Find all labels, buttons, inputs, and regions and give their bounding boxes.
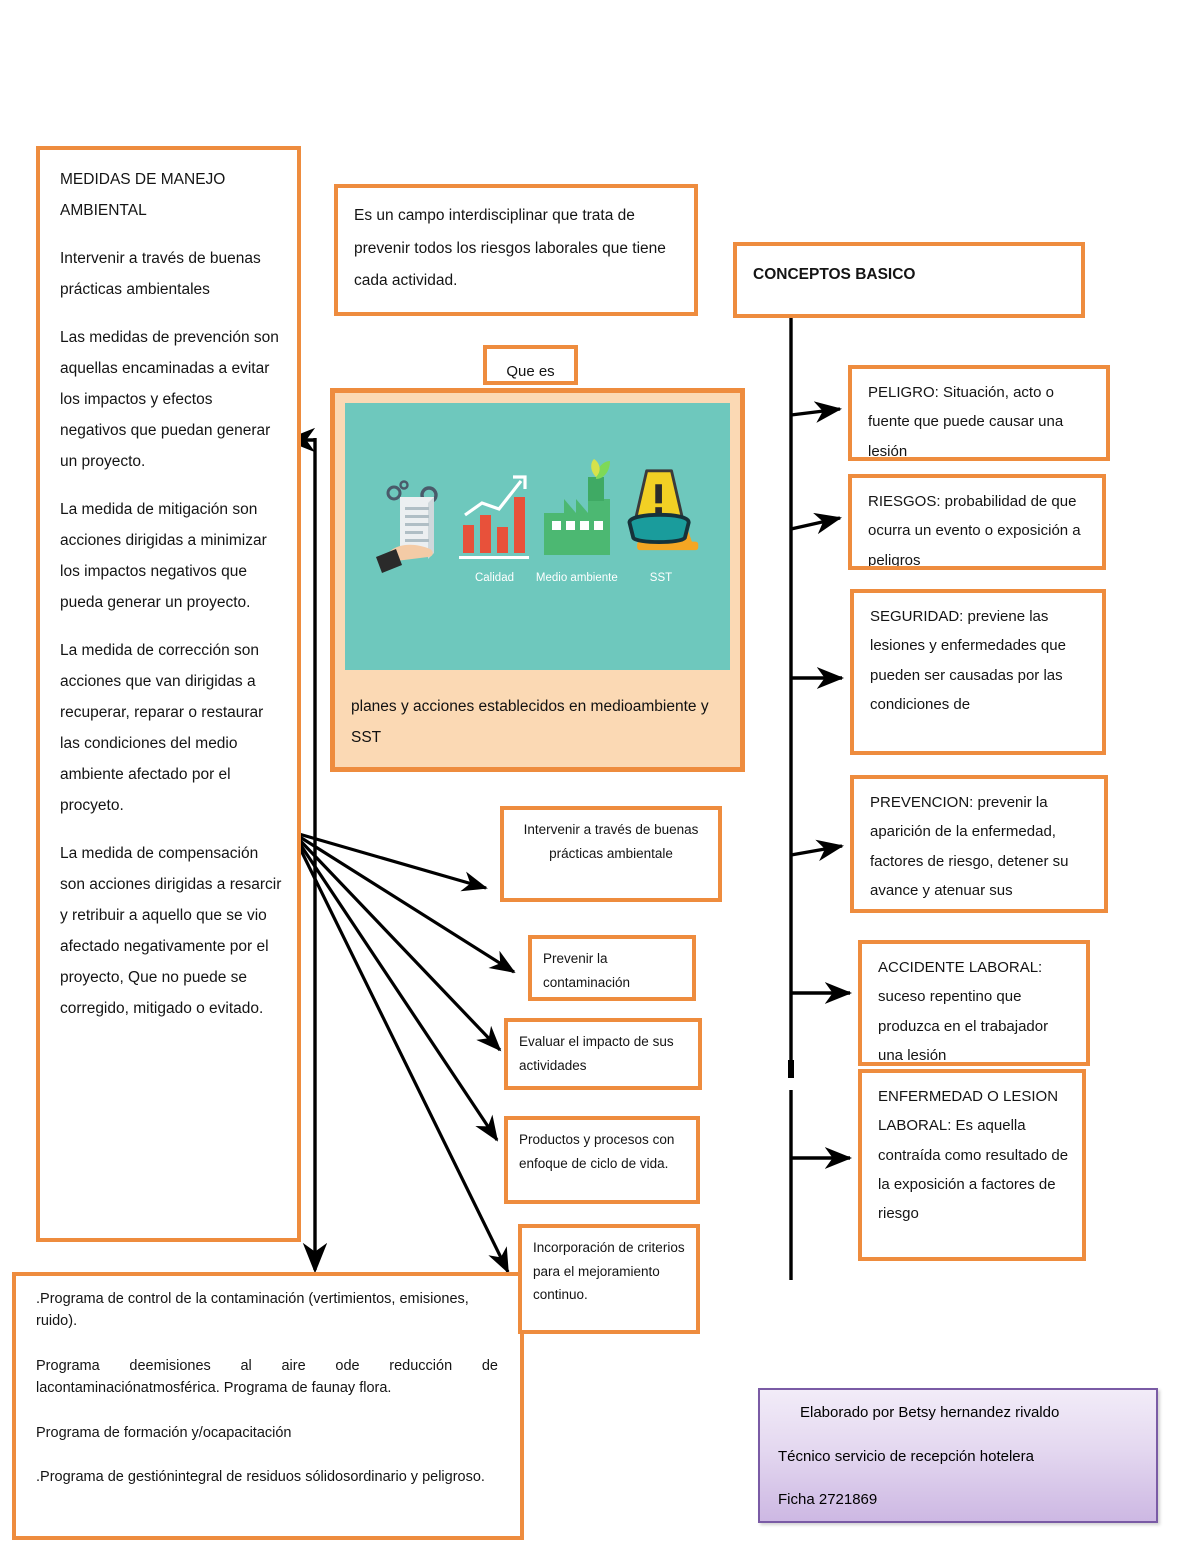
outcome-fan-connectors: [290, 830, 516, 1274]
outcome-box-5: Incorporación de criterios para el mejor…: [518, 1224, 700, 1334]
document-in-hand-icon: [371, 469, 453, 577]
icon-cell-calidad: Calidad: [453, 455, 535, 586]
que-es-label-box: Que es: [483, 345, 578, 385]
outcome-box-3: Evaluar el impacto de sus actividades: [504, 1018, 702, 1090]
outcome-box-1: Intervenir a través de buenas prácticas …: [500, 806, 722, 902]
outcome-text-1: Intervenir a través de buenas prácticas …: [523, 822, 699, 861]
icon-label-medio-ambiente: Medio ambiente: [535, 572, 618, 584]
illustration-icon-row: Calidad: [345, 455, 730, 586]
concepto-prevencion-text: PREVENCION: prevenir la aparición de la …: [870, 794, 1069, 899]
concept-branch-connectors: [790, 401, 853, 1169]
author-name-line: Elaborado por Betsy hernandez rivaldo: [800, 1404, 1060, 1421]
outcome-box-2: Prevenir la contaminación: [528, 935, 696, 1001]
programas-ambientales-box: .Programa de control de la contaminación…: [12, 1272, 524, 1540]
concepto-seguridad-text: SEGURIDAD: previene las lesiones y enfer…: [870, 608, 1066, 713]
programa-paragraph-4: .Programa de gestiónintegral de residuos…: [36, 1469, 485, 1486]
concepto-riesgos-box: RIESGOS: probabilidad de que ocurra un e…: [848, 474, 1106, 570]
concepto-prevencion-box: PREVENCION: prevenir la aparición de la …: [850, 775, 1108, 913]
author-credits-box: Elaborado por Betsy hernandez rivaldo Té…: [758, 1388, 1158, 1523]
outcome-text-4: Productos y procesos con enfoque de cicl…: [519, 1132, 675, 1171]
outcome-box-4: Productos y procesos con enfoque de cicl…: [504, 1116, 700, 1204]
icon-cell-sst: SST: [618, 455, 704, 586]
author-role-line: Técnico servicio de recepción hotelera: [778, 1447, 1034, 1465]
green-factory-icon: [536, 455, 618, 563]
outcome-text-5: Incorporación de criterios para el mejor…: [533, 1240, 685, 1303]
media-illustration-card: Calidad: [330, 388, 745, 772]
medidas-paragraph-4: La medida de corrección son acciones que…: [60, 642, 264, 814]
programa-paragraph-2: Programa deemisiones al aire ode reducci…: [36, 1357, 498, 1397]
bar-chart-growth-icon: [453, 455, 535, 563]
medidas-paragraph-1: Intervenir a través de buenas prácticas …: [60, 250, 261, 298]
medidas-paragraph-5: La medida de compensación son acciones d…: [60, 845, 282, 1017]
definicion-box: Es un campo interdisciplinar que trata d…: [334, 184, 698, 316]
medidas-paragraph-3: La medida de mitigación son acciones dir…: [60, 501, 267, 611]
author-ficha-line: Ficha 2721869: [778, 1491, 878, 1508]
medidas-manejo-ambiental-box: MEDIDAS DE MANEJO AMBIENTAL Intervenir a…: [36, 146, 301, 1242]
programa-paragraph-3: Programa de formación y/ocapacitación: [36, 1424, 292, 1441]
concepto-peligro-text: PELIGRO: Situación, acto o fuente que pu…: [868, 384, 1064, 460]
icon-cell-medio-ambiente: Medio ambiente: [536, 455, 618, 586]
concepto-accidente-text: ACCIDENTE LABORAL: suceso repentino que …: [878, 959, 1049, 1064]
outcome-text-3: Evaluar el impacto de sus actividades: [519, 1034, 674, 1073]
illustration-panel: Calidad: [345, 403, 730, 670]
medidas-title: MEDIDAS DE MANEJO AMBIENTAL: [60, 171, 226, 219]
medidas-paragraph-2: Las medidas de prevención son aquellas e…: [60, 329, 279, 470]
icon-label-sst: SST: [649, 572, 673, 584]
safety-cone-warning-icon: [618, 455, 704, 563]
media-caption: planes y acciones establecidos en medioa…: [351, 698, 709, 746]
que-es-label: Que es: [506, 363, 555, 380]
conceptos-basico-header-box: CONCEPTOS BASICO: [733, 242, 1085, 318]
concepto-enfermedad-lesion-box: ENFERMEDAD O LESION LABORAL: Es aquella …: [858, 1069, 1086, 1261]
icon-cell-document: [371, 469, 453, 586]
concepto-seguridad-box: SEGURIDAD: previene las lesiones y enfer…: [850, 589, 1106, 755]
icon-label-calidad: Calidad: [474, 572, 514, 584]
concepto-enfermedad-text: ENFERMEDAD O LESION LABORAL: Es aquella …: [878, 1088, 1069, 1222]
concepto-riesgos-text: RIESGOS: probabilidad de que ocurra un e…: [868, 493, 1081, 569]
outcome-text-2: Prevenir la contaminación: [543, 951, 631, 990]
concepto-peligro-box: PELIGRO: Situación, acto o fuente que pu…: [848, 365, 1110, 461]
concepto-accidente-laboral-box: ACCIDENTE LABORAL: suceso repentino que …: [858, 940, 1090, 1066]
programa-paragraph-1: .Programa de control de la contaminación…: [36, 1291, 469, 1330]
definicion-text: Es un campo interdisciplinar que trata d…: [354, 207, 666, 290]
conceptos-basico-title: CONCEPTOS BASICO: [753, 266, 916, 283]
